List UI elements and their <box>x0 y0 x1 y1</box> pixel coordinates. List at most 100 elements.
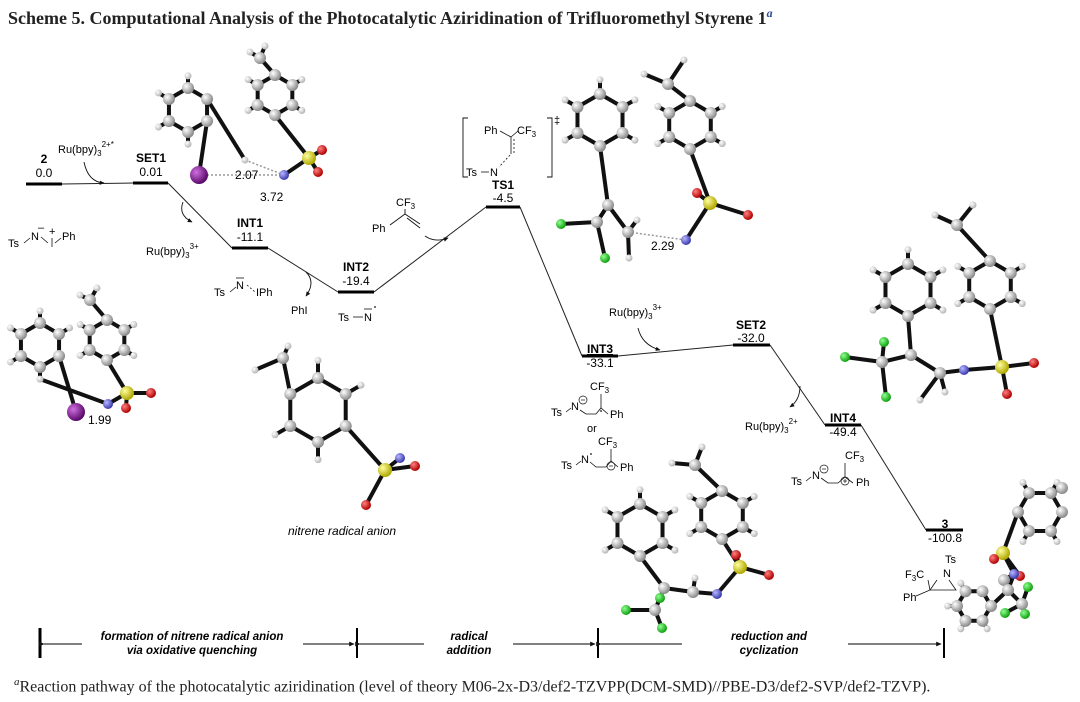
atom-I <box>190 166 208 184</box>
interaction-line <box>244 159 285 176</box>
curved-arrow-icon <box>789 385 801 408</box>
atom-C <box>656 537 669 549</box>
atom-C <box>998 574 1010 586</box>
atom-H <box>954 262 962 270</box>
atom-C <box>736 521 749 533</box>
atom-O <box>989 554 999 564</box>
svg-text:N: N <box>943 568 951 580</box>
atom-H <box>654 140 662 148</box>
atom-H <box>1019 538 1027 546</box>
atom-C <box>736 497 749 509</box>
distance-label: 2.29 <box>651 239 675 253</box>
atom-H <box>671 546 679 554</box>
svg-text:Ph: Ph <box>903 592 916 604</box>
scheme-footnote: aReaction pathway of the photocatalytic … <box>14 676 930 696</box>
atom-H <box>298 76 306 83</box>
atom-H <box>750 492 758 500</box>
atom-N <box>395 453 405 463</box>
atom-C <box>695 497 708 509</box>
atom-C <box>1002 584 1014 596</box>
atom-C <box>118 344 131 356</box>
atom-N <box>959 365 969 375</box>
atom-S <box>378 463 392 477</box>
atom-C <box>339 388 352 400</box>
atom-H <box>357 381 365 389</box>
svg-text:N: N <box>571 401 579 413</box>
atom-C <box>689 459 701 471</box>
atom-H <box>631 96 639 104</box>
bond <box>955 223 992 263</box>
atom-N <box>1009 569 1019 579</box>
atom-F <box>657 623 667 633</box>
atom-C <box>905 349 917 361</box>
atom-C <box>1012 506 1024 518</box>
atom-H <box>76 291 84 299</box>
atom-H <box>36 375 44 383</box>
atom-F <box>621 605 631 615</box>
atom-H <box>869 266 877 274</box>
atom-C <box>634 550 646 562</box>
atom-H <box>939 306 947 314</box>
atom-C <box>934 367 946 379</box>
svg-text:CF3: CF3 <box>517 125 537 139</box>
atom-C <box>1004 267 1017 279</box>
atom-H <box>916 396 924 404</box>
ru-reduced-annotation: Ru(bpy)32+ <box>745 385 801 435</box>
atom-H <box>718 102 726 110</box>
atom-H <box>698 443 706 451</box>
atom-C <box>14 328 27 340</box>
atom-H <box>76 352 84 359</box>
atom-C <box>284 420 297 432</box>
level-set2-name: SET2 <box>736 318 766 332</box>
level-int2-value: -19.4 <box>342 274 370 288</box>
atom-C <box>53 350 66 362</box>
atom-C <box>1016 598 1028 610</box>
level-int4-name: INT4 <box>830 411 856 425</box>
phase-2-line1: radical <box>450 631 488 643</box>
svg-text:Ph: Ph <box>610 409 623 421</box>
atom-H <box>93 284 101 292</box>
atom-H <box>957 579 965 587</box>
atom-H <box>680 56 688 64</box>
atom-C <box>704 131 717 143</box>
svg-text:Ts: Ts <box>8 238 20 250</box>
distance-label: 2.07 <box>235 168 259 182</box>
atom-C <box>594 88 606 100</box>
atom-H <box>686 492 694 500</box>
level-int3-value: -33.1 <box>586 356 614 370</box>
atom-O <box>1002 389 1012 399</box>
bond <box>57 355 78 413</box>
atom-C <box>616 101 629 113</box>
bond <box>560 220 598 226</box>
atom-H <box>941 388 949 396</box>
atom-C <box>902 258 914 270</box>
atom-H <box>969 201 977 209</box>
svg-text:Ph: Ph <box>62 231 75 243</box>
bond <box>844 355 883 364</box>
atom-S <box>302 151 316 165</box>
atom-H <box>633 216 641 224</box>
atom-C <box>634 498 646 510</box>
atom-H <box>241 156 249 164</box>
interaction-line <box>627 231 687 241</box>
scheme-title: Scheme 5. Computational Analysis of the … <box>8 6 773 29</box>
atom-C <box>1045 525 1057 538</box>
atom-H <box>1018 262 1026 270</box>
atom-C <box>611 511 624 523</box>
atom-H <box>314 356 322 364</box>
level-3-name: 3 <box>942 517 949 531</box>
svg-text:Ts: Ts <box>791 476 803 488</box>
svg-text:N: N <box>581 454 589 466</box>
atom-H <box>869 306 877 314</box>
level-2-name: 2 <box>41 152 48 166</box>
atom-C <box>277 352 289 364</box>
atom-O <box>317 145 327 155</box>
atom-C <box>269 69 281 81</box>
curved-arrow-icon <box>305 271 312 297</box>
atom-H <box>284 342 292 350</box>
svg-text:CF3: CF3 <box>590 381 610 395</box>
atom-C <box>602 199 614 211</box>
atom-C <box>684 143 696 155</box>
atom-N <box>712 589 722 599</box>
level-labels: 2 0.0 SET1 0.01 INT1 -11.1 INT2 -19.4 TS… <box>36 151 963 545</box>
